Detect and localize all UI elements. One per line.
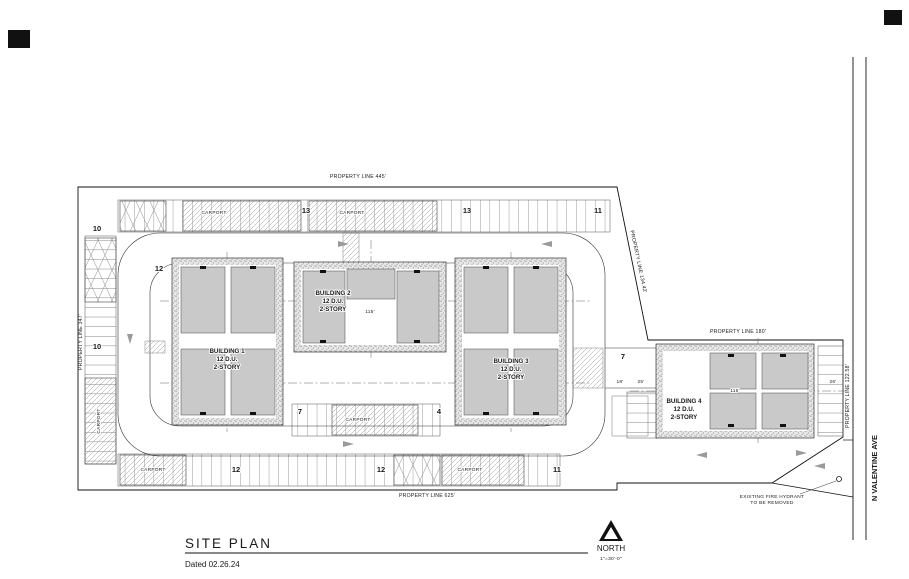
building-1-name: BUILDING 1 [209,348,245,355]
driveway-edge [771,482,854,498]
carport-structures [84,200,525,486]
building-1-units: 12 D.U. [217,356,238,363]
direction-arrow-icon [814,463,825,469]
building-4-stories: 2-STORY [671,414,698,421]
property-line-left-label: PROPERTY LINE 347' [78,314,84,370]
parking-count: 7 [298,407,302,416]
north-label: NORTH [597,544,626,553]
building-4: BUILDING 4 12 D.U. 2-STORY [655,343,815,439]
parking-count: 11 [553,465,561,474]
registration-mark [8,30,30,48]
building-3: BUILDING 3 12 D.U. 2-STORY [454,257,567,426]
property-line-diagonal-label: PROPERTY LINE 134.42' [628,230,647,294]
property-boundary [77,186,844,491]
carport-label: CARPORT [345,417,370,423]
site-plan-title: SITE PLAN [185,536,272,551]
parking-count: 12 [155,264,163,273]
carport-label: CARPORT [339,210,364,216]
parking-count: 12 [232,465,240,474]
parking-count: 13 [463,206,471,215]
building-3-units: 12 D.U. [501,366,522,373]
property-line-top-label: PROPERTY LINE 445' [330,174,386,180]
building-2-stories: 2-STORY [320,306,347,313]
building-4-name: BUILDING 4 [666,398,702,405]
property-line-parcel2-top-label: PROPERTY LINE 180' [710,329,766,335]
direction-arrow-icon [541,241,552,247]
property-line-right-label: PROPERTY LINE 122.58' [845,364,851,428]
dimension-label: 26' [829,379,836,385]
dated-label: Dated 02.26.24 [185,560,240,569]
building-2: BUILDING 2 12 D.U. 2-STORY [293,261,447,353]
carport-label: CARPORT [96,408,102,433]
property-line-bottom-label: PROPERTY LINE 625' [399,493,455,499]
fire-hydrant-note: EXISTING FIRE HYDRANT TO BE REMOVED [740,476,842,506]
direction-arrow-icon [796,450,807,456]
registration-mark [884,10,902,25]
building-1-stories: 2-STORY [214,364,241,371]
carport-label: CARPORT [201,210,226,216]
parking-count: 4 [437,407,442,416]
parking-count: 10 [93,224,101,233]
parking-counts: 10 12 13 13 11 10 7 4 7 12 12 11 [92,205,626,475]
north-arrow: NORTH 1"=30'-0" [597,520,626,562]
building-1: BUILDING 1 12 D.U. 2-STORY [171,257,284,426]
carport-label: CARPORT [457,467,482,473]
fire-hydrant-note-line2: TO BE REMOVED [750,500,793,506]
title-block: SITE PLAN Dated 02.26.24 [185,536,588,569]
building-2-name: BUILDING 2 [315,290,351,297]
parking-count: 12 [377,465,385,474]
fire-hydrant-icon [836,476,842,482]
north-arrow-inner [604,527,618,539]
direction-arrows [127,241,825,469]
building-3-stories: 2-STORY [498,374,525,381]
parking-count: 11 [594,206,602,215]
direction-arrow-icon [696,452,707,458]
dimension-label: 25' [637,379,644,385]
parking-count: 7 [621,352,625,361]
building-3-name: BUILDING 3 [493,358,529,365]
street-name-label: N VALENTINE AVE [870,435,879,501]
carport-labels: CARPORT CARPORT CARPORT CARPORT CARPORT … [95,209,483,474]
dimension-label: 115' [730,388,740,394]
carport-label: CARPORT [140,467,165,473]
fire-hydrant-note-line1: EXISTING FIRE HYDRANT [740,494,804,500]
hatched-walkways [144,232,604,389]
building-2-units: 12 D.U. [323,298,344,305]
scale-label: 1"=30'-0" [600,556,622,562]
parking-count: 13 [302,206,310,215]
dimension-labels: 115' 115' 18' 25' 26' [364,308,837,395]
direction-arrow-icon [343,441,354,447]
building-4-units: 12 D.U. [674,406,695,413]
direction-arrow-icon [127,334,133,344]
street-n-valentine: N VALENTINE AVE [852,57,879,540]
dimension-label: 115' [365,309,375,315]
dimension-label: 18' [616,379,623,385]
parking-count: 10 [93,342,101,351]
direction-arrow-icon [338,241,349,247]
